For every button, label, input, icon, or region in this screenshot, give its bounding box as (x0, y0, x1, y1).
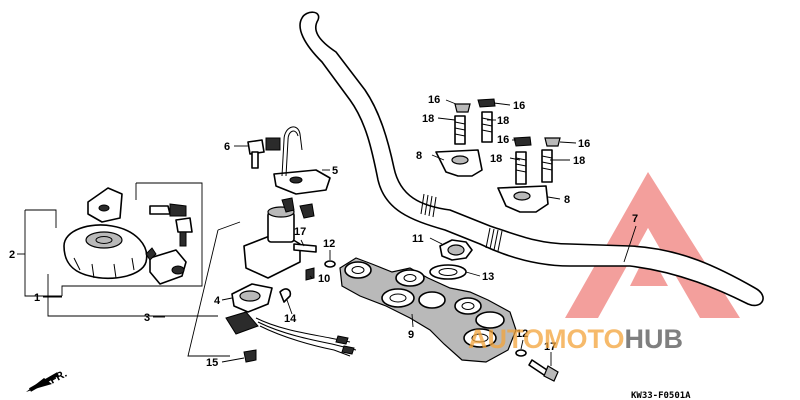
callout-6: 6 (224, 141, 230, 153)
callout-16-c: 16 (497, 134, 509, 146)
handlebar-part (299, 11, 764, 307)
key-bracket-part (273, 126, 331, 195)
figure-code: KW33-F0501A (631, 391, 691, 400)
pinch-bolt-left (243, 243, 336, 363)
callout-15: 15 (206, 357, 218, 369)
callout-18-c: 18 (490, 153, 502, 165)
callout-3: 3 (144, 312, 150, 324)
watermark-brand-part1: AUTOMOTO (468, 324, 625, 354)
callout-12-right: 12 (516, 328, 528, 340)
svg-text:AUTOMOTOHUB: AUTOMOTOHUB (468, 324, 683, 354)
callout-11: 11 (412, 233, 424, 245)
callout-17-left: 17 (294, 226, 306, 238)
callout-13: 13 (482, 271, 494, 283)
callout-14: 14 (284, 313, 297, 325)
watermark-brand: AUTOMOTOHUB (468, 324, 683, 354)
leader-lines (17, 99, 637, 366)
callout-16-a: 16 (428, 94, 440, 106)
upper-holder-left (435, 98, 496, 177)
ignition-switch-part (225, 197, 357, 357)
front-arrow-icon: FR. (26, 368, 69, 392)
upper-holder-right (497, 136, 561, 213)
callout-17-right: 17 (544, 341, 556, 353)
callout-5: 5 (332, 165, 338, 177)
front-arrow-label: FR. (48, 368, 69, 387)
callout-2: 2 (9, 249, 15, 261)
callout-18-b: 18 (497, 115, 509, 127)
top-bridge-part (339, 257, 517, 363)
callout-1: 1 (34, 292, 40, 304)
stem-nut-part (439, 239, 473, 261)
washer-part (429, 264, 467, 280)
callout-8-upper: 8 (416, 150, 422, 162)
key-icon (247, 137, 281, 169)
group-brackets (24, 182, 241, 357)
callout-16-b: 16 (513, 100, 525, 112)
callout-7: 7 (632, 213, 638, 225)
callout-18-d: 18 (573, 155, 585, 167)
callout-8-lower: 8 (564, 194, 570, 206)
watermark-brand-part2: HUB (625, 324, 684, 354)
pinch-bolt-right (515, 349, 559, 382)
callout-9: 9 (408, 329, 414, 341)
callout-10: 10 (318, 273, 330, 285)
callout-18-a: 18 (422, 113, 434, 125)
lock-set-group (63, 187, 193, 285)
callout-labels: 1 2 3 4 5 6 7 8 8 9 10 11 12 12 13 14 15… (9, 94, 638, 369)
callout-16-d: 16 (578, 138, 590, 150)
callout-12-left: 12 (323, 238, 335, 250)
callout-4: 4 (214, 295, 221, 307)
